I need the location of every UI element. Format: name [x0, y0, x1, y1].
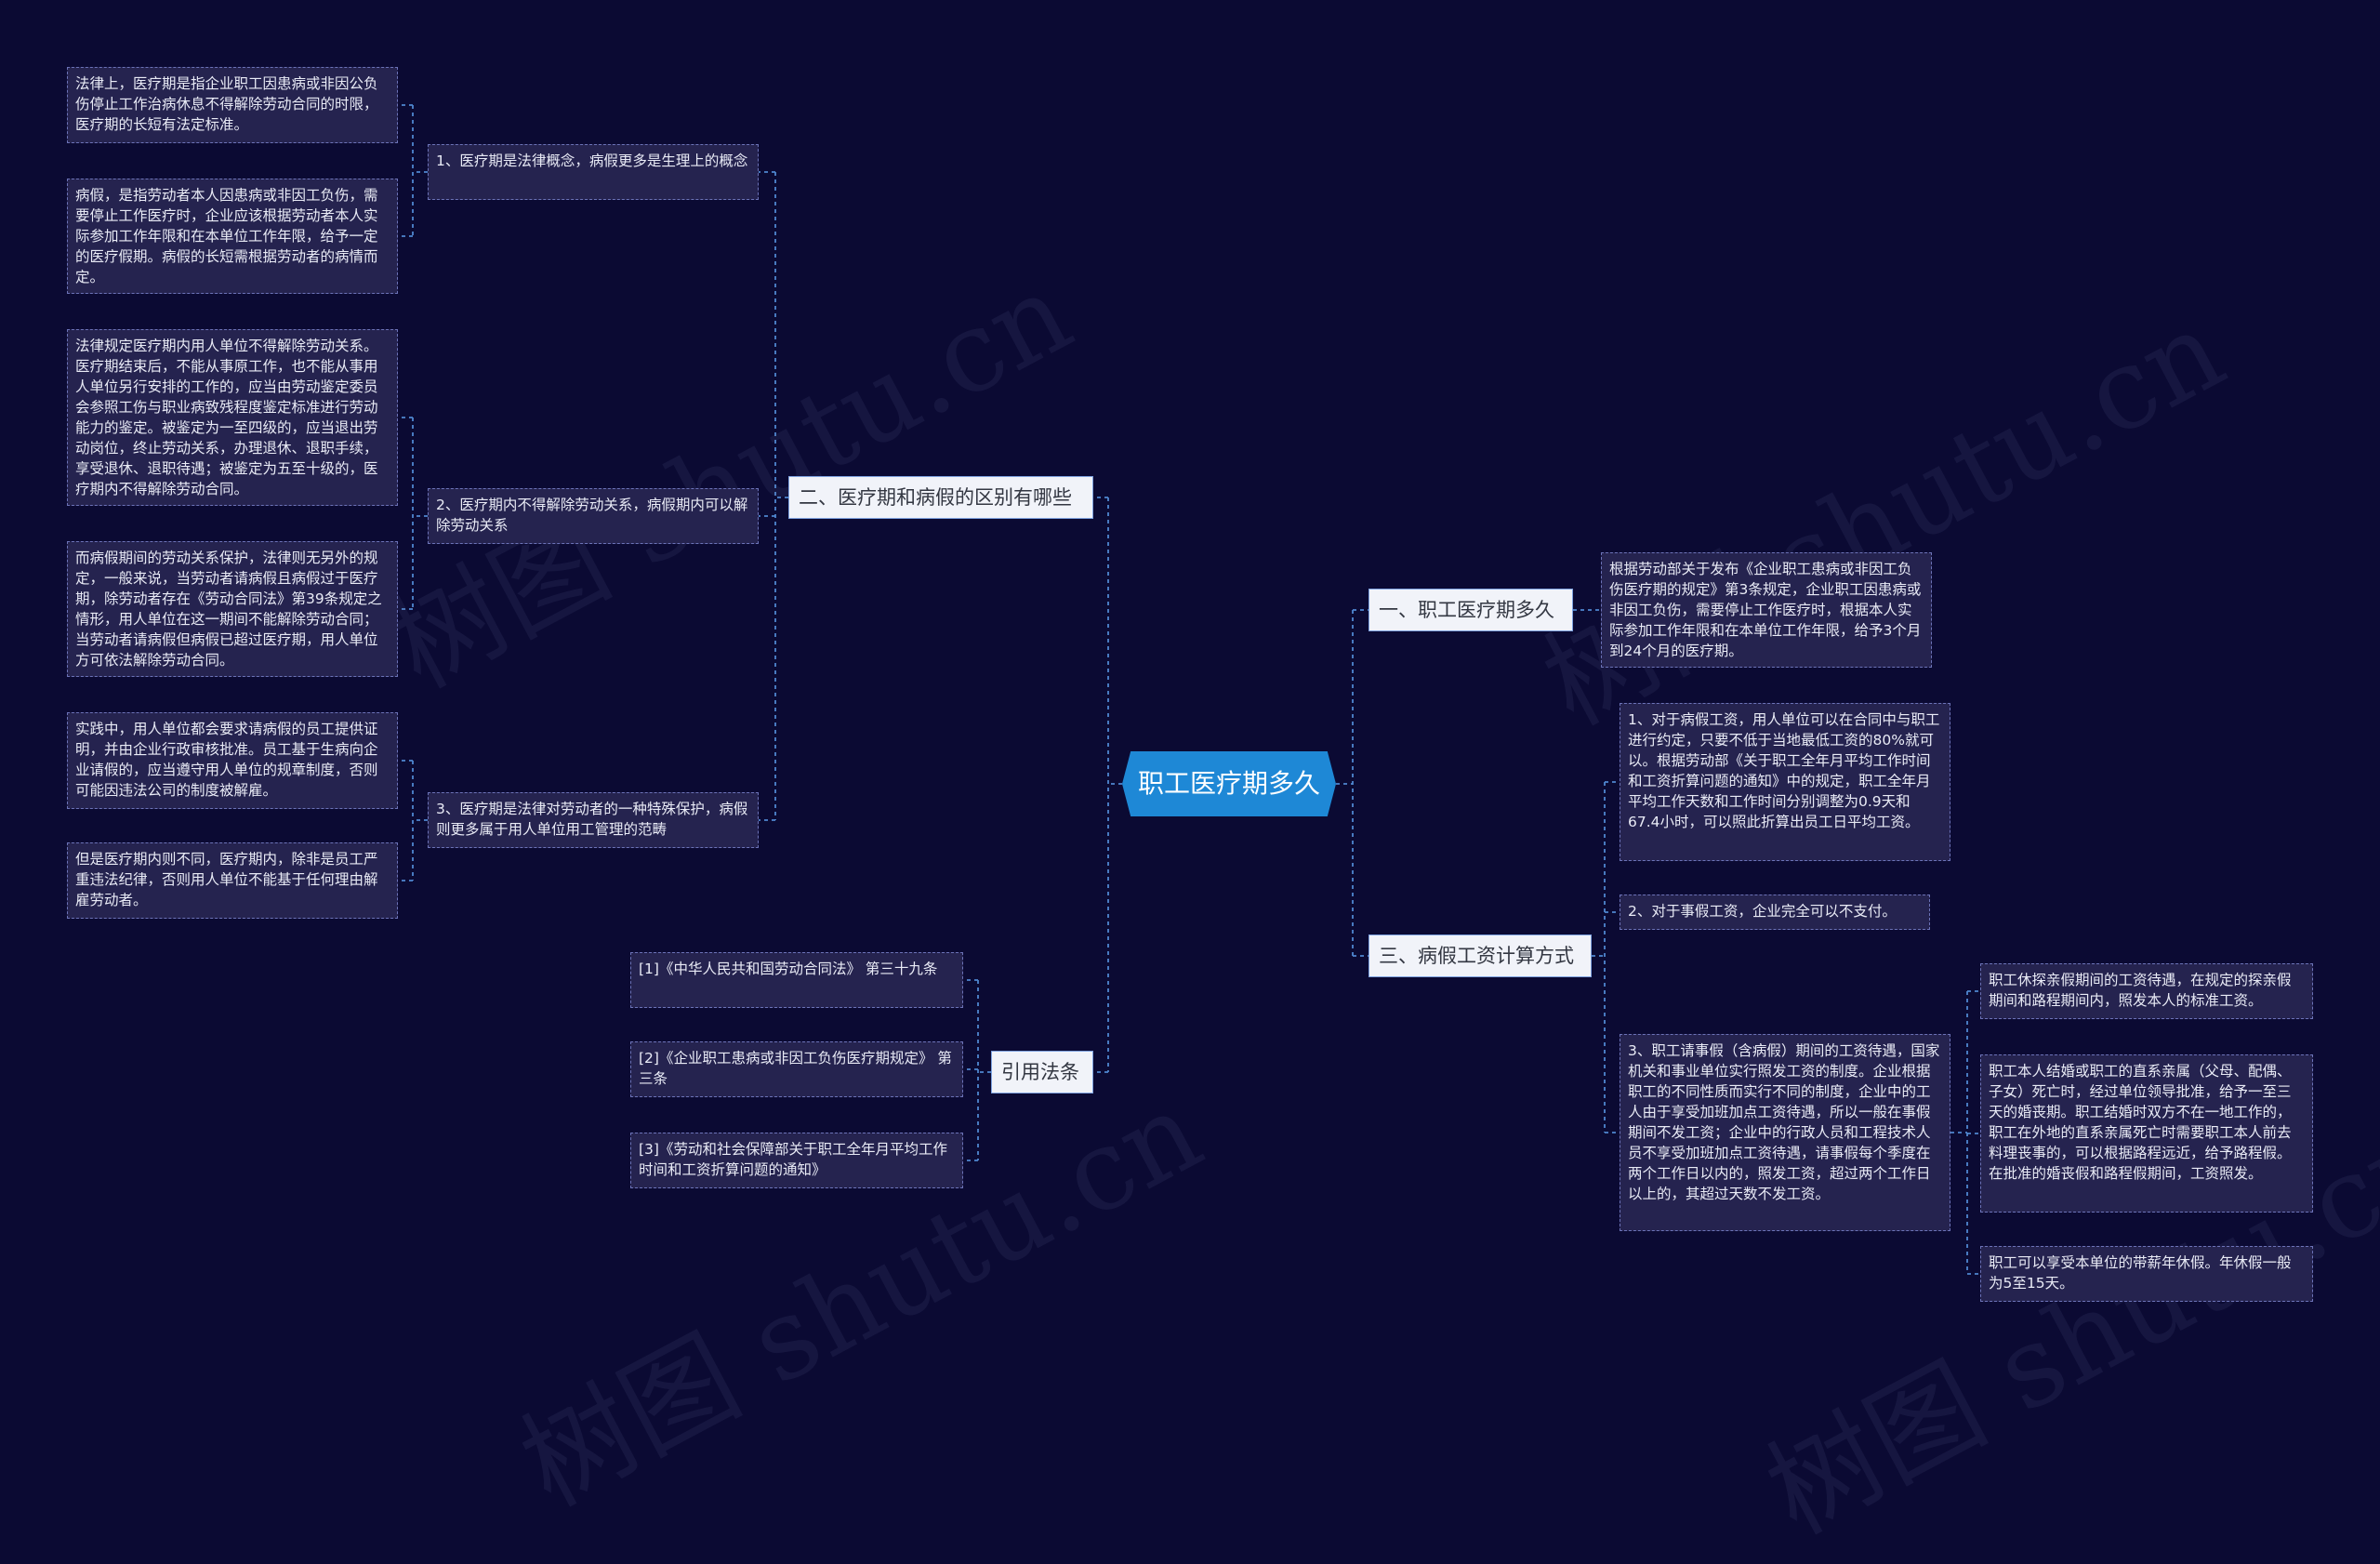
connector-line	[1093, 497, 1122, 1073]
subtopic-leave-pay-policy[interactable]: 3、职工请事假（含病假）期间的工资待遇，国家机关和事业单位实行照发工资的制度。企…	[1620, 1034, 1950, 1231]
connector-line	[1950, 990, 1980, 1275]
root-topic[interactable]: 职工医疗期多久	[1122, 751, 1336, 816]
connector-line	[398, 417, 428, 610]
branch-cited-laws[interactable]: 引用法条	[991, 1051, 1093, 1093]
detail-sick-leave-protection[interactable]: 而病假期间的劳动关系保护，法律则无另外的规定，一般来说，当劳动者请病假且病假过于…	[67, 541, 398, 677]
detail-home-leave-pay[interactable]: 职工休探亲假期间的工资待遇，在规定的探亲假期间和路程期间内，照发本人的标准工资。	[1980, 963, 2313, 1019]
connector-line	[759, 171, 788, 821]
connector-line	[398, 760, 428, 881]
subtopic-personal-leave-pay[interactable]: 2、对于事假工资，企业完全可以不支付。	[1620, 895, 1930, 930]
connector-line	[963, 979, 991, 1161]
connector-line	[1592, 781, 1620, 1133]
subtopic-legal-concept[interactable]: 1、医疗期是法律概念，病假更多是生理上的概念	[428, 144, 759, 200]
detail-no-dismissal[interactable]: 但是医疗期内则不同，医疗期内，除非是员工严重违法纪律，否则用人单位不能基于任何理…	[67, 842, 398, 919]
detail-sick-leave-definition[interactable]: 病假，是指劳动者本人因患病或非因工负伤，需要停止工作医疗时，企业应该根据劳动者本…	[67, 179, 398, 294]
detail-3-to-24-months[interactable]: 根据劳动部关于发布《企业职工患病或非因工负伤医疗期的规定》第3条规定，企业职工因…	[1601, 552, 1932, 668]
branch-medical-period-length[interactable]: 一、职工医疗期多久	[1368, 589, 1573, 631]
watermark: 树图 shutu.cn	[371, 248, 1091, 713]
watermark: 树图 shutu.cn	[1524, 285, 2244, 750]
subtopic-sick-pay[interactable]: 1、对于病假工资，用人单位可以在合同中与职工进行约定，只要不低于当地最低工资的8…	[1620, 703, 1950, 861]
subtopic-termination-rule[interactable]: 2、医疗期内不得解除劳动关系，病假期内可以解除劳动关系	[428, 488, 759, 544]
reference-labor-contract-law[interactable]: [1]《中华人民共和国劳动合同法》 第三十九条	[630, 952, 963, 1008]
detail-no-termination[interactable]: 法律规定医疗期内用人单位不得解除劳动关系。医疗期结束后，不能从事原工作，也不能从…	[67, 329, 398, 506]
detail-marriage-funeral-leave[interactable]: 职工本人结婚或职工的直系亲属（父母、配偶、子女）死亡时，经过单位领导批准，给予一…	[1980, 1054, 2313, 1213]
detail-practice-proof[interactable]: 实践中，用人单位都会要求请病假的员工提供证明，并由企业行政审核批准。员工基于生病…	[67, 712, 398, 809]
watermark: 树图 shutu.cn	[501, 1067, 1222, 1531]
branch-sick-pay-calculation[interactable]: 三、病假工资计算方式	[1368, 934, 1592, 977]
connector-line	[1336, 609, 1368, 957]
subtopic-special-protection[interactable]: 3、医疗期是法律对劳动者的一种特殊保护，病假则更多属于用人单位用工管理的范畴	[428, 792, 759, 848]
reference-working-time-notice[interactable]: [3]《劳动和社会保障部关于职工全年月平均工作时间和工资折算问题的通知》	[630, 1133, 963, 1188]
mindmap-canvas: 树图 shutu.cn 树图 shutu.cn 树图 shutu.cn 树图 s…	[67, 67, 2380, 1559]
detail-legal-medical-period[interactable]: 法律上，医疗期是指企业职工因患病或非因公负伤停止工作治病休息不得解除劳动合同的时…	[67, 67, 398, 143]
reference-medical-period-rule[interactable]: [2]《企业职工患病或非因工负伤医疗期规定》 第三条	[630, 1041, 963, 1097]
detail-annual-leave[interactable]: 职工可以享受本单位的带薪年休假。年休假一般为5至15天。	[1980, 1246, 2313, 1302]
branch-differences[interactable]: 二、医疗期和病假的区别有哪些	[788, 476, 1093, 519]
connector-line	[398, 104, 428, 237]
